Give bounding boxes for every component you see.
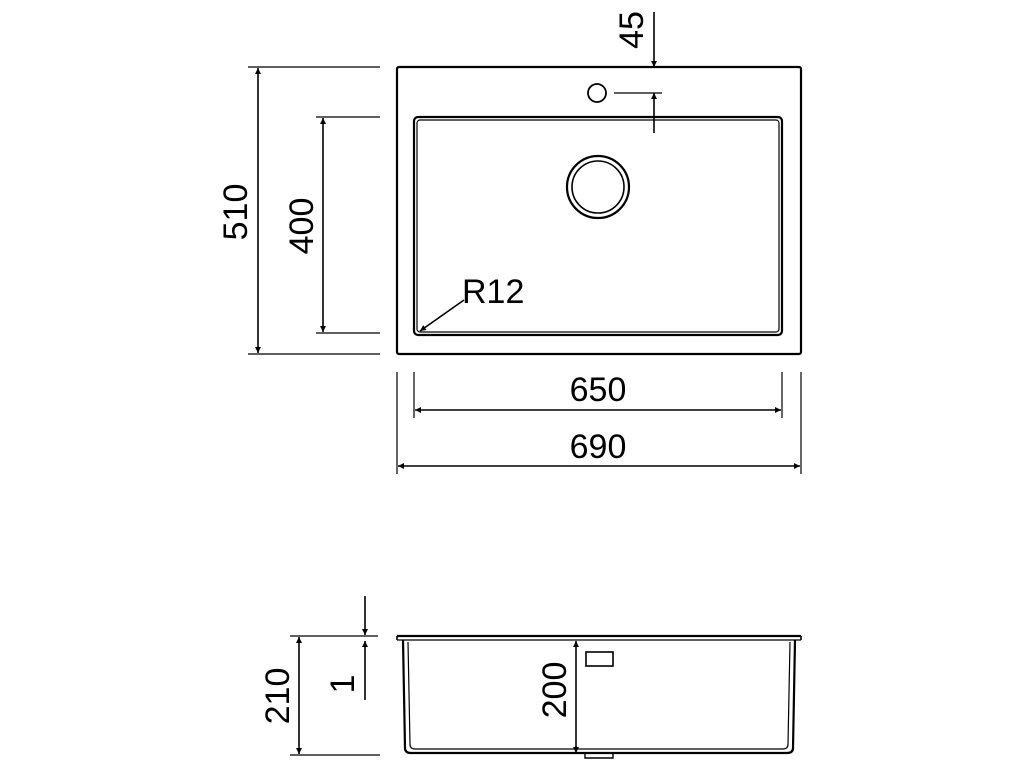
bowl-outline [412,115,784,337]
drain-outer [565,154,631,220]
dim-690-label: 690 [570,428,627,466]
dim-510-label: 510 [217,184,255,241]
overflow-slot [585,651,614,667]
dim-200-label: 200 [536,662,574,719]
dim-650-label: 650 [570,371,627,409]
drain-inner [571,160,625,214]
dim-400-label: 400 [283,198,321,255]
dim-r12-label: R12 [462,273,524,311]
dim-45-label: 45 [613,11,651,49]
dim-r12-leader [419,299,465,332]
top-view: 45 510 400 R12 650 690 [217,11,803,474]
drain-stub [584,753,614,759]
side-view: 210 1 200 [259,596,802,759]
dim-210-label: 210 [259,668,297,725]
bowl-outline-inner [416,119,780,333]
bowl-profile-inner [407,641,791,750]
bowl-profile-outer [401,639,797,755]
sink-outer-outline [395,65,803,356]
tap-hole [587,83,607,103]
dim-1-label: 1 [324,675,362,694]
